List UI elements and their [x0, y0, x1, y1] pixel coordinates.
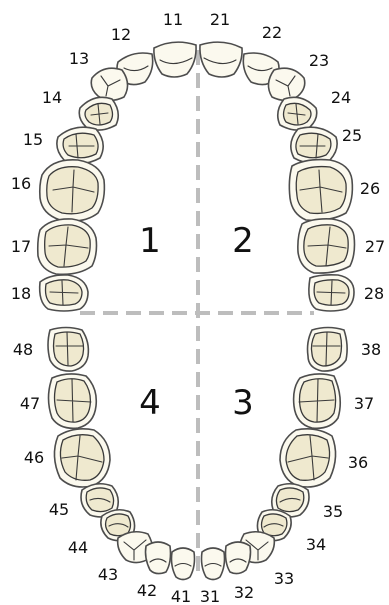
tooth-number-16: 16 [11, 174, 31, 193]
tooth-number-44: 44 [68, 538, 88, 557]
quadrant-label-3: 3 [232, 383, 254, 423]
quadrant-label-4: 4 [139, 383, 161, 423]
tooth-number-48: 48 [13, 340, 33, 359]
tooth-42[interactable] [146, 542, 171, 574]
tooth-38[interactable] [308, 328, 348, 372]
tooth-15[interactable] [57, 127, 103, 163]
tooth-number-14: 14 [42, 88, 62, 107]
tooth-number-12: 12 [111, 25, 131, 44]
tooth-number-43: 43 [98, 565, 118, 584]
tooth-number-32: 32 [234, 583, 254, 602]
tooth-number-31: 31 [200, 587, 220, 605]
tooth-number-26: 26 [360, 179, 380, 198]
tooth-23[interactable] [268, 68, 304, 100]
tooth-number-18: 18 [11, 284, 31, 303]
tooth-32[interactable] [226, 542, 251, 574]
tooth-number-25: 25 [342, 126, 362, 145]
tooth-number-11: 11 [163, 10, 183, 29]
tooth-number-42: 42 [137, 581, 157, 600]
tooth-48[interactable] [48, 328, 88, 372]
tooth-28[interactable] [309, 275, 354, 311]
tooth-number-34: 34 [306, 535, 326, 554]
tooth-41[interactable] [172, 548, 195, 580]
tooth-47[interactable] [49, 374, 97, 428]
tooth-number-36: 36 [348, 453, 368, 472]
tooth-21[interactable] [200, 42, 242, 77]
tooth-number-38: 38 [361, 340, 381, 359]
tooth-13[interactable] [91, 68, 127, 100]
quadrant-label-1: 1 [139, 221, 161, 261]
tooth-14[interactable] [79, 97, 118, 130]
tooth-number-23: 23 [309, 51, 329, 70]
tooth-number-41: 41 [171, 587, 191, 605]
tooth-18[interactable] [40, 275, 88, 311]
tooth-number-17: 17 [11, 237, 31, 256]
tooth-17[interactable] [38, 219, 97, 274]
tooth-number-22: 22 [262, 23, 282, 42]
tooth-11[interactable] [154, 42, 196, 77]
tooth-27[interactable] [298, 219, 355, 273]
quadrant-label-2: 2 [232, 221, 254, 261]
tooth-36[interactable] [280, 429, 336, 487]
tooth-number-47: 47 [20, 394, 40, 413]
tooth-number-37: 37 [354, 394, 374, 413]
tooth-number-28: 28 [364, 284, 384, 303]
tooth-number-15: 15 [23, 130, 43, 149]
tooth-number-13: 13 [69, 49, 89, 68]
tooth-26[interactable] [289, 160, 352, 221]
tooth-16[interactable] [40, 160, 105, 221]
tooth-number-33: 33 [274, 569, 294, 588]
tooth-number-35: 35 [323, 502, 343, 521]
tooth-number-27: 27 [365, 237, 385, 256]
tooth-number-45: 45 [49, 500, 69, 519]
tooth-25[interactable] [291, 127, 337, 163]
tooth-31[interactable] [202, 548, 225, 580]
tooth-37[interactable] [294, 374, 341, 428]
tooth-number-24: 24 [331, 88, 351, 107]
tooth-46[interactable] [54, 429, 110, 487]
tooth-number-46: 46 [24, 448, 44, 467]
tooth-24[interactable] [278, 97, 317, 130]
tooth-number-21: 21 [210, 10, 230, 29]
